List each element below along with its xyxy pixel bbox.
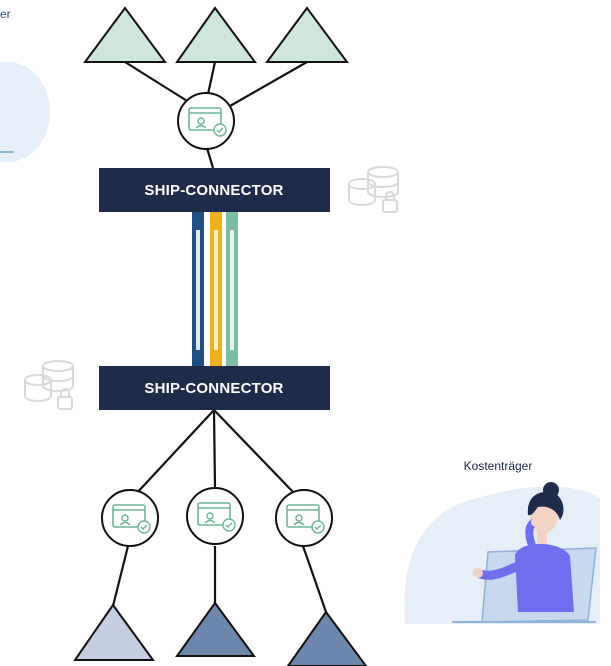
bottom-node-3: [286, 610, 368, 666]
database-lock-icon: [24, 360, 74, 410]
top-edges: [124, 61, 308, 169]
top-ship-connector: SHIP-CONNECTOR: [99, 168, 330, 212]
top-connector-label: SHIP-CONNECTOR: [144, 182, 283, 199]
certificate-badge-icon: [275, 489, 333, 547]
certificate-badge-icon: [177, 92, 235, 150]
top-node-2: [175, 6, 257, 63]
certificate-badge-icon: [186, 487, 244, 545]
top-nodes: [83, 6, 349, 63]
data-channel: [192, 212, 238, 366]
database-lock-icon: [348, 166, 399, 213]
top-node-3: [265, 6, 349, 63]
left-role-label: er: [0, 7, 11, 21]
bottom-node-2: [175, 601, 256, 657]
bottom-node-1: [73, 603, 155, 661]
kostentraeger-role: Kostenträger: [404, 459, 600, 624]
certificate-badge-icon: [101, 489, 159, 547]
bottom-edges: [111, 409, 328, 613]
bottom-ship-connector: SHIP-CONNECTOR: [99, 366, 330, 410]
person-at-laptop-icon: [452, 482, 597, 623]
bottom-nodes: [73, 601, 368, 666]
top-node-1: [83, 6, 167, 63]
left-role-illustration: er: [0, 7, 50, 162]
bottom-connector-label: SHIP-CONNECTOR: [144, 380, 283, 397]
kostentraeger-label: Kostenträger: [464, 459, 533, 473]
